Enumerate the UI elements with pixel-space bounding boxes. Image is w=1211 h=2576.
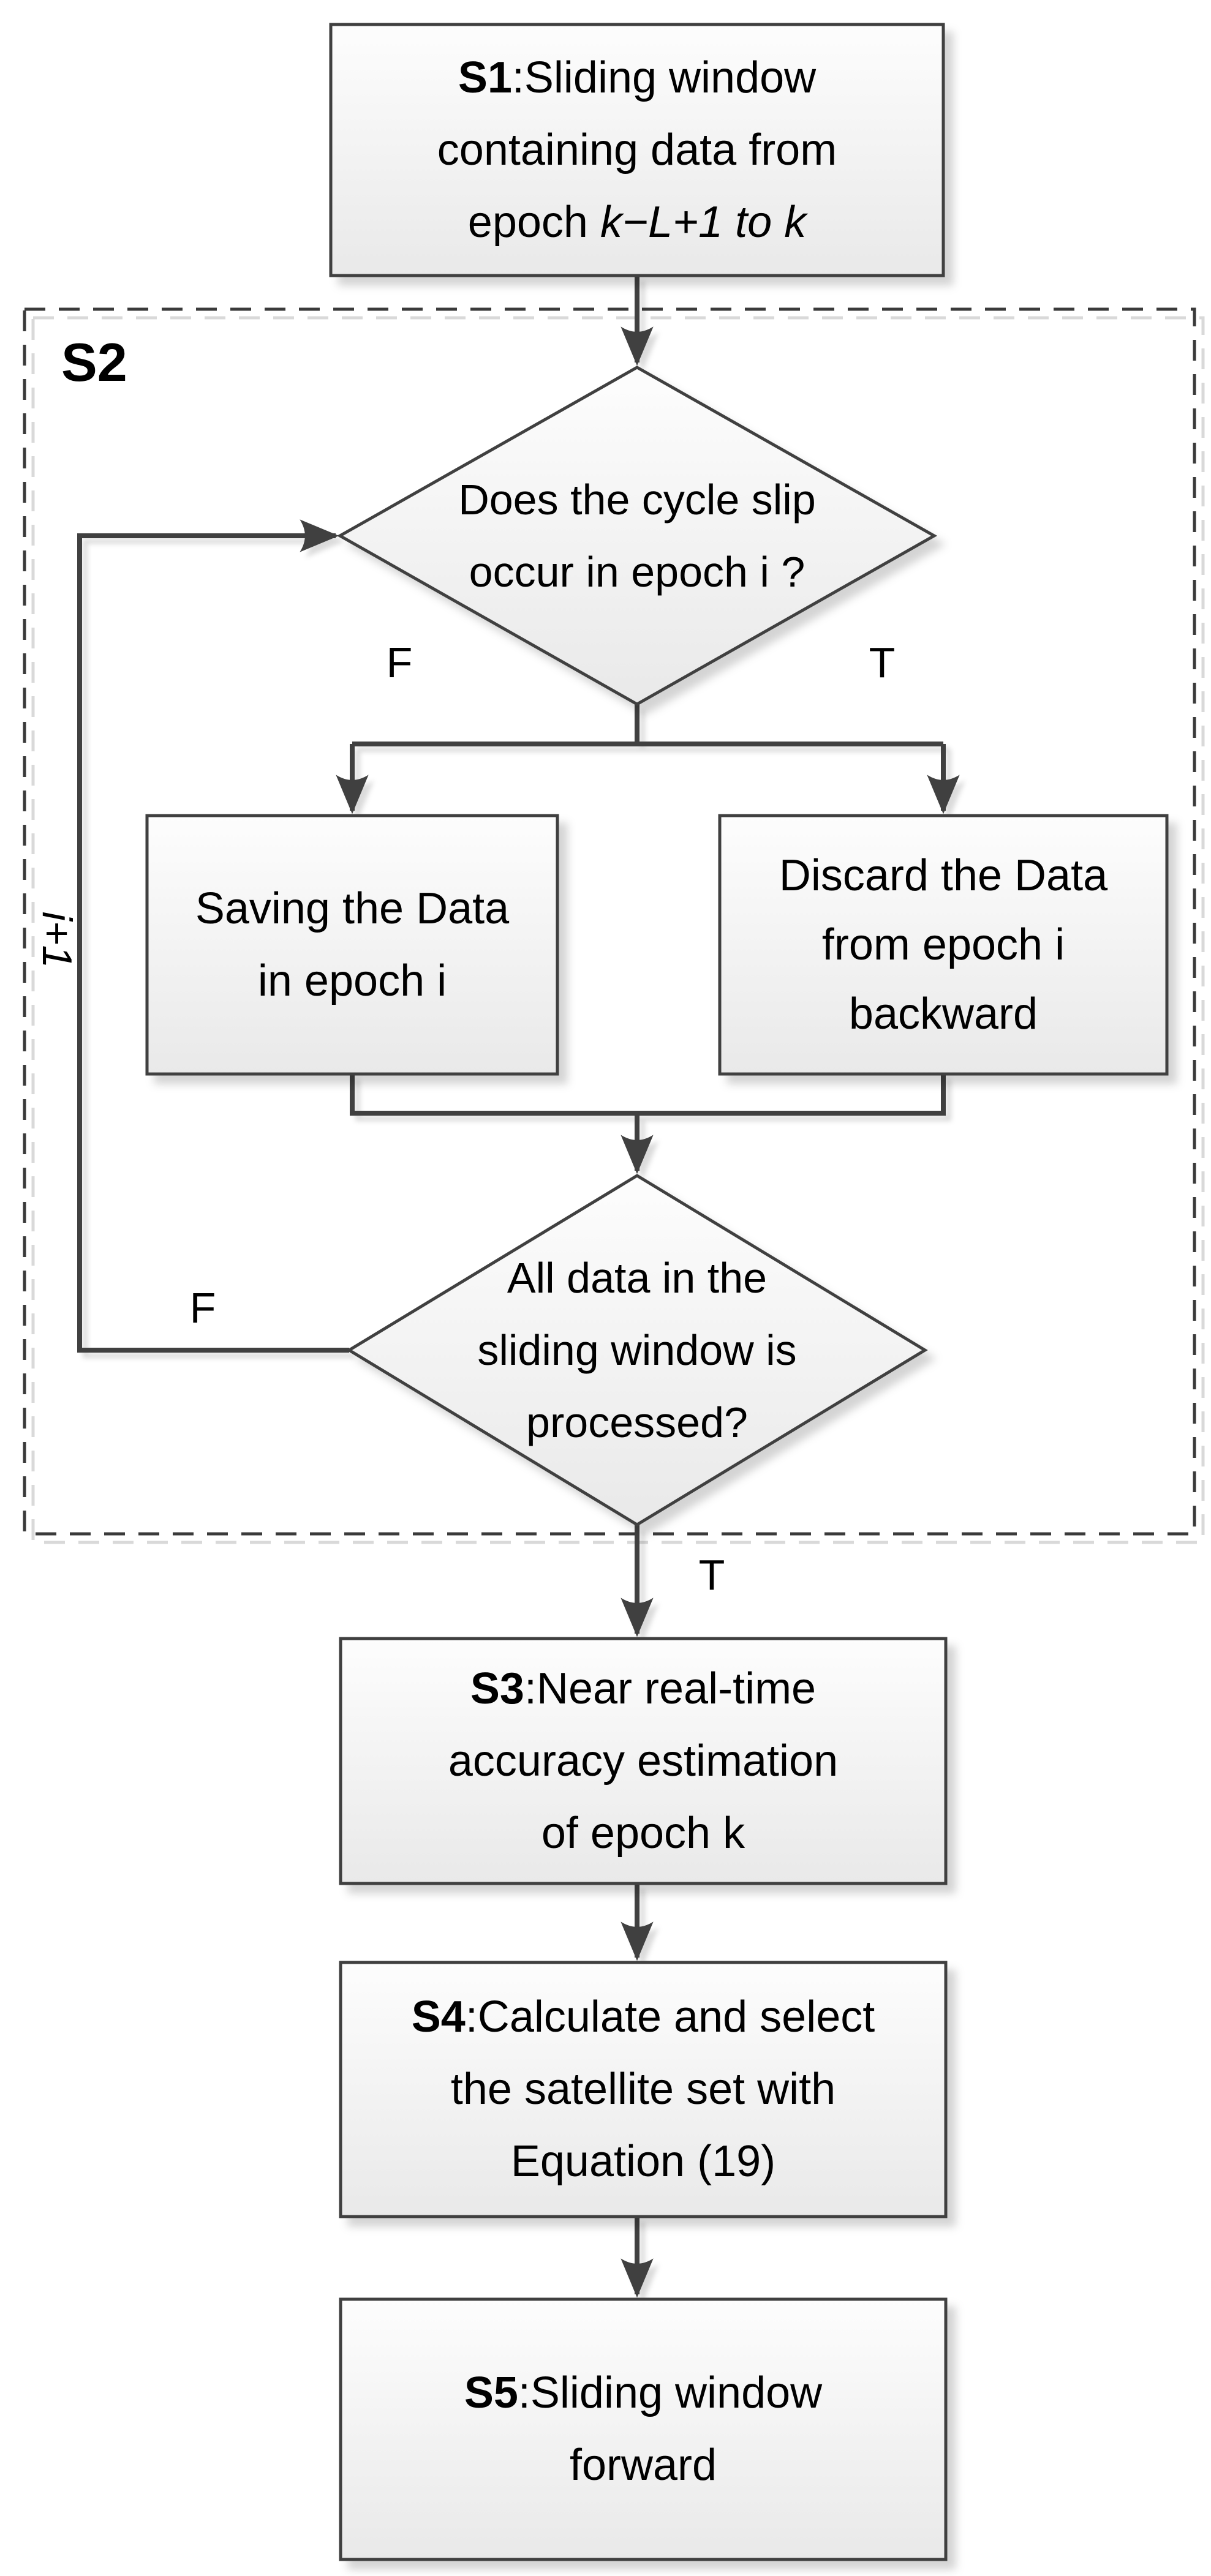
process-saving-data-box — [145, 814, 559, 1076]
s5-line1-rest: :Sliding window — [518, 2368, 823, 2417]
decision1-text-line2: occur in epoch i ? — [469, 548, 805, 596]
s3-text-line3: of epoch k — [541, 1809, 745, 1858]
s3-step-id: S3 — [470, 1664, 524, 1713]
shape-texts: S2 S1:Sliding window containing data fro… — [34, 53, 1108, 2490]
s4-text-line1: S4:Calculate and select — [412, 1992, 875, 2041]
s3-process-box — [339, 1637, 948, 1885]
s5-text-line1: S5:Sliding window — [464, 2368, 823, 2417]
split-connector — [352, 704, 943, 746]
label-decision2-true: T — [699, 1551, 725, 1599]
process-discard-data-box — [718, 814, 1169, 1076]
s2-region-label: S2 — [61, 332, 127, 392]
label-decision2-false: F — [190, 1284, 216, 1332]
s4-text-line2: the satellite set with — [451, 2065, 836, 2114]
save-text-line1: Saving the Data — [195, 884, 510, 933]
label-decision1-false: F — [387, 639, 413, 686]
decision2-text-line2: sliding window is — [477, 1326, 796, 1374]
shapes — [145, 23, 1169, 2561]
decision2-text-line1: All data in the — [507, 1254, 767, 1302]
s1-line1-rest: :Sliding window — [512, 53, 817, 102]
discard-text-line2: from epoch i — [822, 920, 1065, 969]
label-i-plus-1: i+1 — [34, 912, 80, 969]
s1-line3-prefix: epoch — [468, 198, 600, 247]
s1-text-line1: S1:Sliding window — [458, 53, 817, 102]
s2-dashed-region — [23, 307, 1205, 1544]
decision-all-processed-diamond — [346, 1174, 928, 1526]
s4-step-id: S4 — [412, 1992, 466, 2041]
decision-cycle-slip-diamond — [336, 366, 938, 706]
discard-text-line1: Discard the Data — [779, 851, 1108, 900]
s4-text-line3: Equation (19) — [511, 2137, 775, 2186]
s3-text-line1: S3:Near real-time — [470, 1664, 816, 1713]
s3-text-line2: accuracy estimation — [448, 1737, 838, 1786]
s5-step-id: S5 — [464, 2368, 518, 2417]
s4-process-box — [339, 1961, 948, 2218]
s1-text-line3: epoch k−L+1 to k — [468, 198, 809, 247]
s4-line1-rest: :Calculate and select — [466, 1992, 875, 2041]
discard-text-line3: backward — [849, 989, 1038, 1038]
s1-line3-epoch-range: k−L+1 to k — [600, 198, 809, 247]
decision1-text-line1: Does the cycle slip — [458, 476, 816, 524]
s2-dashed-region-border — [23, 307, 1196, 1536]
s2-dashed-region-shadow — [31, 316, 1205, 1544]
s1-step-id: S1 — [458, 53, 512, 102]
s3-line1-rest: :Near real-time — [524, 1664, 816, 1713]
connectors — [77, 276, 960, 2298]
label-decision1-true: T — [869, 639, 896, 686]
loop-back-connector — [77, 519, 349, 1353]
save-text-line2: in epoch i — [258, 956, 447, 1005]
s1-process-box — [329, 23, 945, 277]
decision2-text-line3: processed? — [526, 1399, 748, 1446]
merge-connector — [350, 1074, 946, 1116]
s5-process-box — [339, 2297, 948, 2561]
s5-text-line2: forward — [570, 2441, 717, 2490]
s1-text-line2: containing data from — [437, 126, 837, 175]
